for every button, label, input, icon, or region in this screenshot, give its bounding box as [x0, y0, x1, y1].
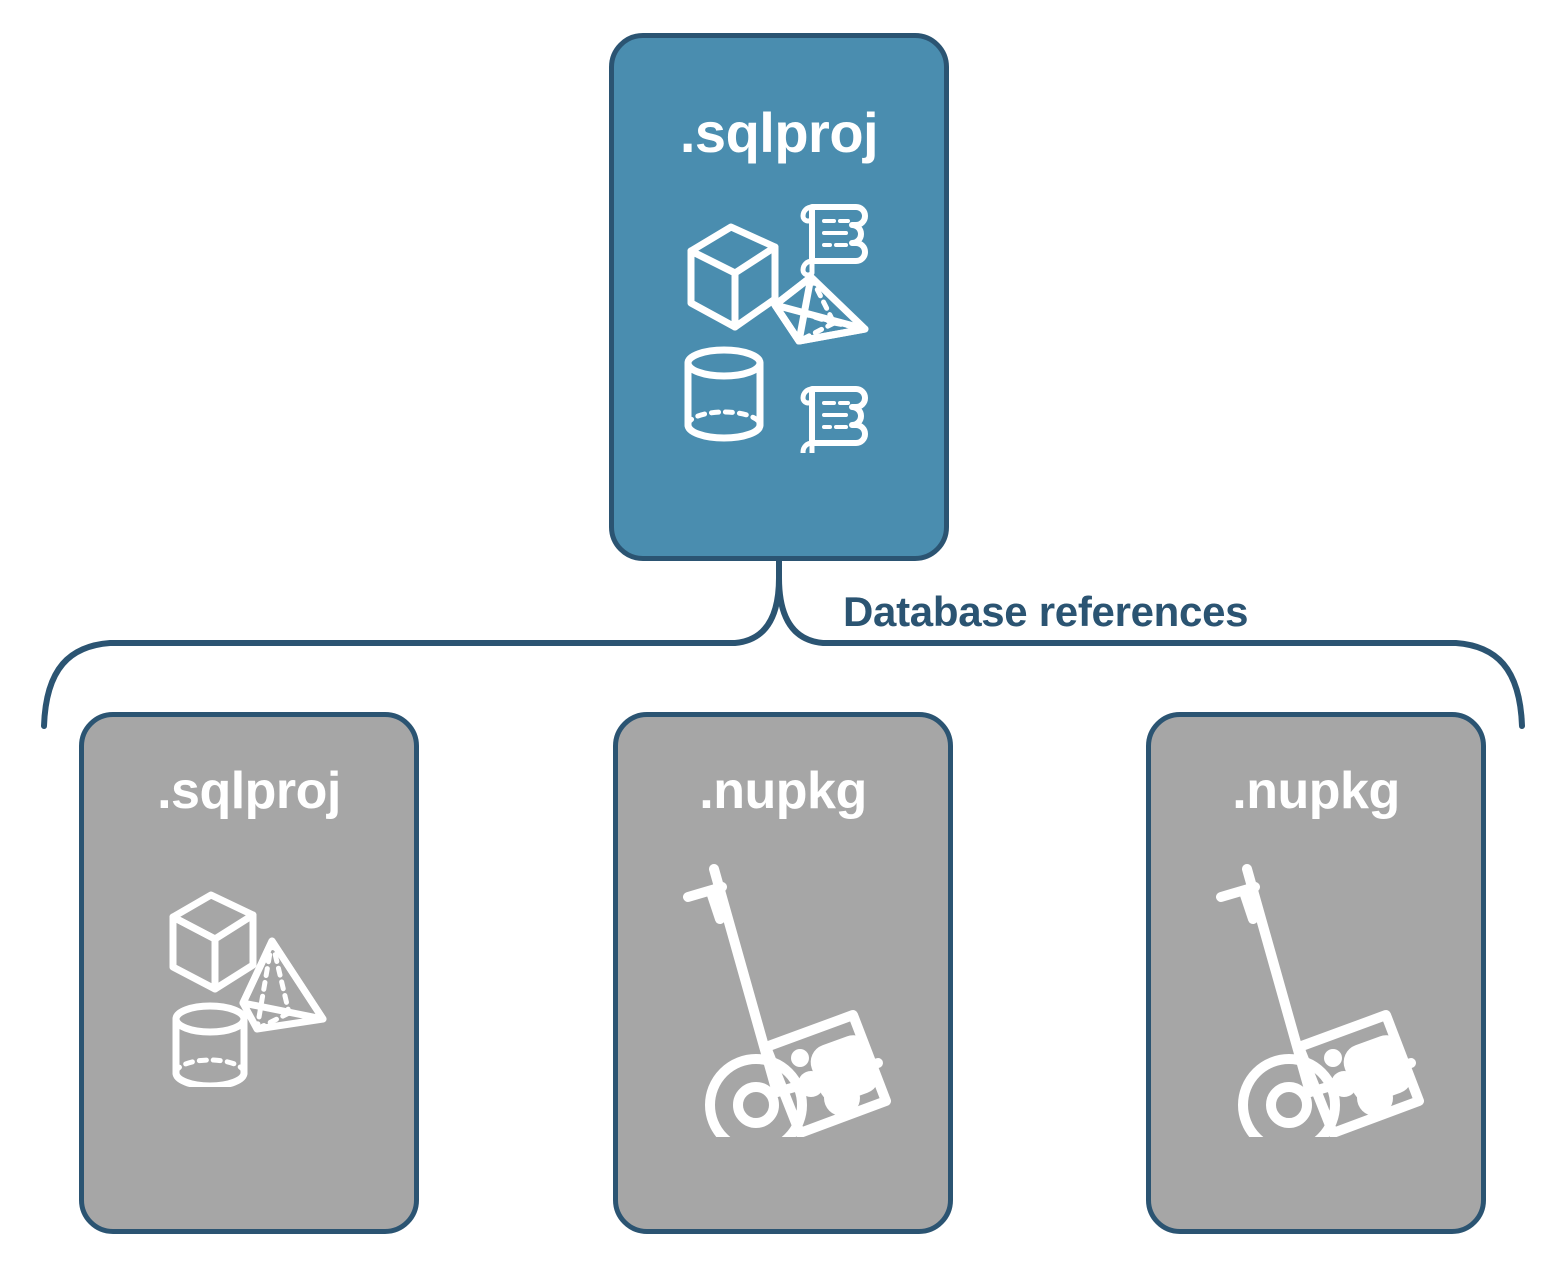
pyramid-icon [239, 937, 327, 1033]
pyramid-icon [771, 273, 869, 345]
node-root-sqlproj[interactable]: .sqlproj [609, 33, 949, 561]
connector-label: Database references [843, 588, 1249, 635]
child-icon-group [618, 857, 948, 1137]
node-child-nupkg-2[interactable]: .nupkg [1146, 712, 1486, 1234]
child-icon-group [1151, 857, 1481, 1137]
node-child-label: .sqlproj [157, 762, 341, 820]
cube-icon [169, 891, 257, 993]
hand-truck-package-icon [1216, 864, 1424, 1137]
node-child-sqlproj[interactable]: .sqlproj [79, 712, 419, 1234]
root-icon-group [614, 193, 944, 453]
node-root-label: .sqlproj [679, 101, 879, 164]
hand-truck-package-icon [683, 864, 891, 1137]
cylinder-icon [172, 1002, 248, 1087]
node-child-label: .nupkg [1232, 762, 1400, 820]
cylinder-icon [684, 346, 764, 442]
child-icon-group [84, 867, 414, 1087]
scroll-icon [800, 204, 868, 278]
node-child-label: .nupkg [699, 762, 867, 820]
cube-icon [687, 223, 779, 331]
scroll-icon [800, 386, 868, 453]
node-child-nupkg-1[interactable]: .nupkg [613, 712, 953, 1234]
